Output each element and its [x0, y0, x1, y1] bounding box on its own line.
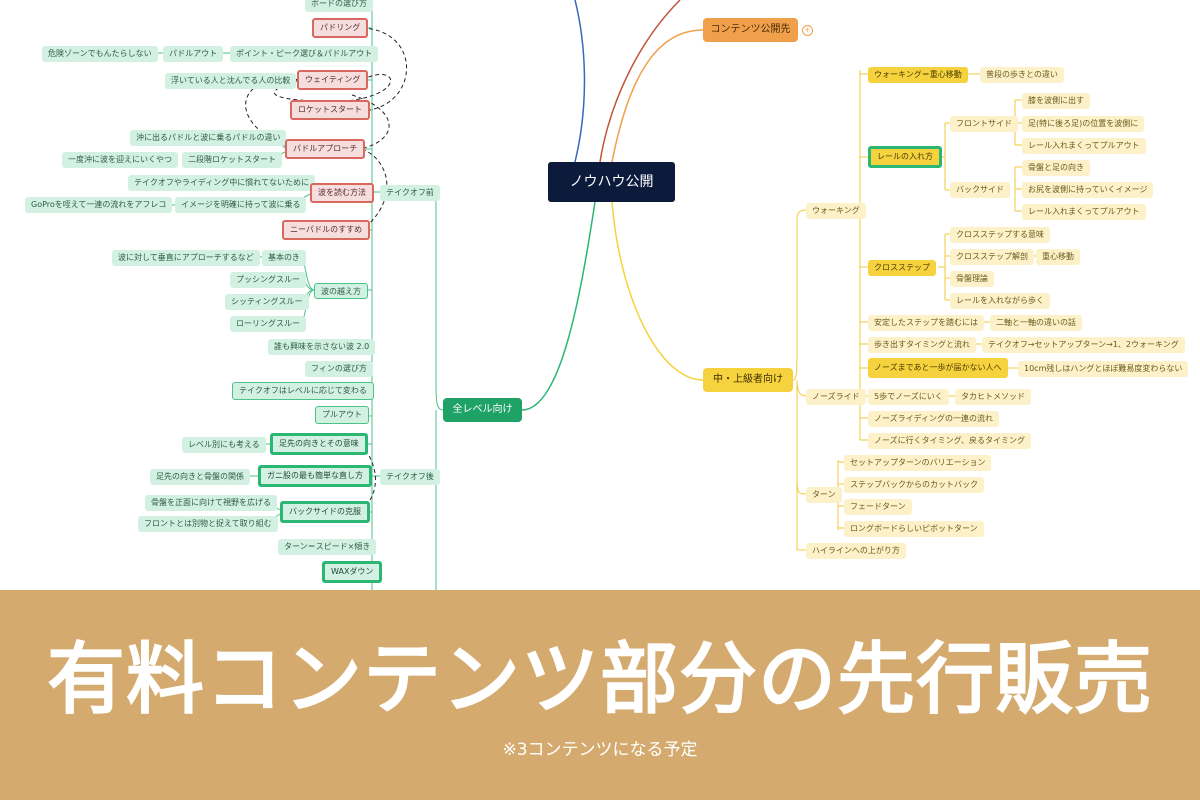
- list-item[interactable]: 波に対して垂直にアプローチするなど: [112, 250, 260, 266]
- list-item[interactable]: 歩き出すタイミングと流れ: [868, 337, 976, 353]
- list-item[interactable]: ウォーキング＝重心移動: [868, 67, 968, 83]
- list-item[interactable]: クロスステップ解剖: [950, 249, 1034, 265]
- branch-publish[interactable]: コンテンツ公開先: [703, 18, 798, 42]
- list-item[interactable]: テイクオフはレベルに応じて変わる: [232, 382, 374, 400]
- list-item[interactable]: 安定したステップを踏むには: [868, 315, 984, 331]
- list-item[interactable]: ポイント・ピーク選び＆パドルアウト: [230, 46, 379, 62]
- list-item[interactable]: 足先の向きと骨盤の関係: [150, 469, 250, 485]
- list-item[interactable]: ローリングスルー: [230, 316, 306, 332]
- list-item[interactable]: ロケットスタート: [290, 100, 370, 120]
- list-item[interactable]: 危険ゾーンでもんたらしない: [42, 46, 158, 62]
- list-item[interactable]: GoProを咥えて一連の流れをアフレコ: [25, 197, 173, 213]
- list-item[interactable]: テイクオフやライディング中に慣れてないために: [128, 175, 316, 191]
- list-item[interactable]: 足(特に後ろ足)の位置を波側に: [1022, 116, 1145, 132]
- list-item[interactable]: ロングボードらしいピボットターン: [844, 521, 984, 537]
- banner-subtitle: ※3コンテンツになる予定: [502, 740, 698, 760]
- list-item[interactable]: ターン＝スピード×傾き: [278, 539, 377, 555]
- list-item[interactable]: パドルアウト: [163, 46, 224, 62]
- list-item[interactable]: 浮いている人と沈んでる人の比較: [165, 73, 297, 89]
- list-item[interactable]: 骨盤を正面に向けて視野を広げる: [145, 495, 277, 511]
- list-item[interactable]: 誰も興味を示さない波 2.0: [268, 339, 376, 355]
- list-item[interactable]: フロントサイド: [950, 116, 1018, 132]
- list-item[interactable]: ノーズライディングの一連の流れ: [868, 411, 1000, 427]
- list-item[interactable]: ガニ股の最も簡単な直し方: [258, 465, 372, 487]
- takeoff-before[interactable]: テイクオフ前: [380, 185, 440, 201]
- list-item[interactable]: ニーパドルのすすめ: [282, 220, 371, 240]
- list-item[interactable]: パドルアプローチ: [285, 139, 366, 159]
- list-item[interactable]: 普段の歩きとの違い: [980, 67, 1064, 83]
- list-item[interactable]: フロントとは別物と捉えて取り組む: [138, 516, 278, 532]
- list-item[interactable]: ターン: [806, 487, 842, 503]
- list-item[interactable]: ノーズまであと一歩が届かない人へ: [868, 358, 1008, 378]
- list-item[interactable]: 沖に出るパドルと波に乗るパドルの違い: [130, 130, 287, 146]
- list-item[interactable]: 二軸と一軸の違いの話: [990, 315, 1082, 331]
- list-item[interactable]: 二段階ロケットスタート: [182, 152, 282, 168]
- list-item[interactable]: ウォーキング: [806, 203, 866, 219]
- list-item[interactable]: ウェイティング: [297, 70, 369, 90]
- list-item[interactable]: レール入れまくってプルアウト: [1022, 138, 1146, 154]
- list-item[interactable]: パドリング: [312, 18, 369, 38]
- list-item[interactable]: 10cm残しはハングとほぼ難易度変わらない: [1018, 361, 1189, 377]
- list-item[interactable]: 膝を波側に出す: [1022, 93, 1090, 109]
- list-item[interactable]: クロスステップする意味: [950, 227, 1050, 243]
- list-item[interactable]: バックサイド: [950, 182, 1010, 198]
- list-item[interactable]: お尻を波側に持っていくイメージ: [1022, 182, 1154, 198]
- list-item[interactable]: テイクオフ→セットアップターン→1、2ウォーキング: [982, 337, 1185, 353]
- list-item[interactable]: 5歩でノーズにいく: [868, 389, 949, 405]
- list-item[interactable]: WAXダウン: [322, 561, 383, 583]
- list-item[interactable]: クロスステップ: [868, 260, 936, 276]
- list-item[interactable]: フェードターン: [844, 499, 912, 515]
- list-item[interactable]: フィンの選び方: [305, 361, 373, 377]
- list-item[interactable]: 波を読む方法: [310, 183, 374, 203]
- list-item[interactable]: 骨盤と足の向き: [1022, 160, 1090, 176]
- list-item[interactable]: 一度沖に波を迎えにいくやつ: [62, 152, 178, 168]
- list-item[interactable]: シッティングスルー: [225, 294, 309, 310]
- list-item[interactable]: セットアップターンのバリエーション: [844, 455, 992, 471]
- list-item[interactable]: タカヒトメソッド: [955, 389, 1031, 405]
- promo-banner: [0, 590, 1200, 800]
- list-item[interactable]: イメージを明確に持って波に乗る: [175, 197, 307, 213]
- list-item[interactable]: ステップバックからのカットバック: [844, 477, 984, 493]
- list-item[interactable]: バックサイドの克服: [280, 501, 370, 523]
- list-item[interactable]: プルアウト: [315, 406, 369, 424]
- list-item[interactable]: プッシングスルー: [230, 272, 306, 288]
- list-item[interactable]: レベル別にも考える: [182, 437, 266, 453]
- list-item[interactable]: ボードの選び方: [305, 0, 373, 12]
- list-item[interactable]: 重心移動: [1036, 249, 1080, 265]
- expand-icon[interactable]: +: [802, 25, 813, 36]
- list-item[interactable]: 足先の向きとその意味: [270, 433, 368, 455]
- list-item[interactable]: ハイラインへの上がり方: [806, 543, 906, 559]
- list-item[interactable]: レール入れまくってプルアウト: [1022, 204, 1146, 220]
- banner-title: 有料コンテンツ部分の先行販売: [46, 635, 1153, 725]
- list-item[interactable]: レールを入れながら歩く: [950, 293, 1050, 309]
- list-item[interactable]: 基本のき: [262, 250, 306, 266]
- list-item[interactable]: ノーズライド: [806, 389, 866, 405]
- takeoff-after[interactable]: テイクオフ後: [380, 469, 440, 485]
- root-node[interactable]: ノウハウ公開: [548, 162, 675, 202]
- branch-advanced[interactable]: 中・上級者向け: [703, 368, 793, 392]
- list-item[interactable]: ノーズに行くタイミング、戻るタイミング: [868, 433, 1032, 449]
- list-item[interactable]: 波の越え方: [314, 283, 368, 299]
- branch-all-levels[interactable]: 全レベル向け: [443, 398, 522, 422]
- list-item[interactable]: レールの入れ方: [868, 146, 942, 168]
- list-item[interactable]: 骨盤理論: [950, 271, 994, 287]
